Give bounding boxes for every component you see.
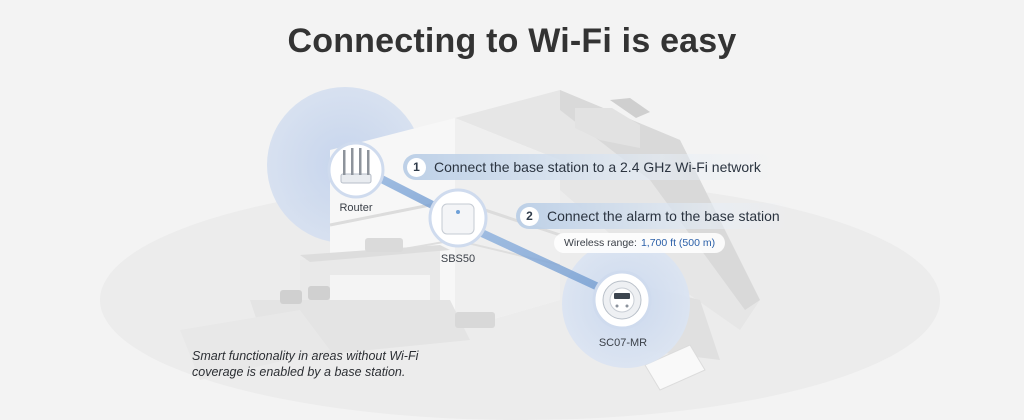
- alarm-label: SC07-MR: [598, 337, 648, 349]
- base-station-icon: [441, 203, 475, 235]
- caption-line-1: Smart functionality in areas without Wi-…: [192, 349, 419, 363]
- step-number: 2: [520, 206, 539, 226]
- router-icon: [340, 148, 372, 184]
- step-2-callout: 2 Connect the alarm to the base station: [516, 203, 792, 229]
- wireless-range-badge: Wireless range: 1,700 ft (500 m): [554, 233, 726, 253]
- caption-text: Smart functionality in areas without Wi-…: [192, 348, 492, 380]
- step-number: 1: [407, 157, 426, 177]
- router-label: Router: [339, 202, 373, 214]
- router-device: [327, 141, 385, 199]
- page-title: Connecting to Wi-Fi is easy: [287, 22, 737, 60]
- base-station-label: SBS50: [440, 253, 476, 265]
- caption-line-2: coverage is enabled by a base station.: [192, 365, 406, 379]
- step-text: Connect the alarm to the base station: [547, 208, 780, 224]
- step-text: Connect the base station to a 2.4 GHz Wi…: [434, 159, 761, 175]
- smoke-alarm-icon: [602, 280, 642, 320]
- step-1-callout: 1 Connect the base station to a 2.4 GHz …: [403, 154, 773, 180]
- base-to-alarm-link: [454, 218, 626, 302]
- wireless-range-label: Wireless range:: [564, 237, 637, 249]
- wireless-range-value: 1,700 ft (500 m): [640, 237, 716, 249]
